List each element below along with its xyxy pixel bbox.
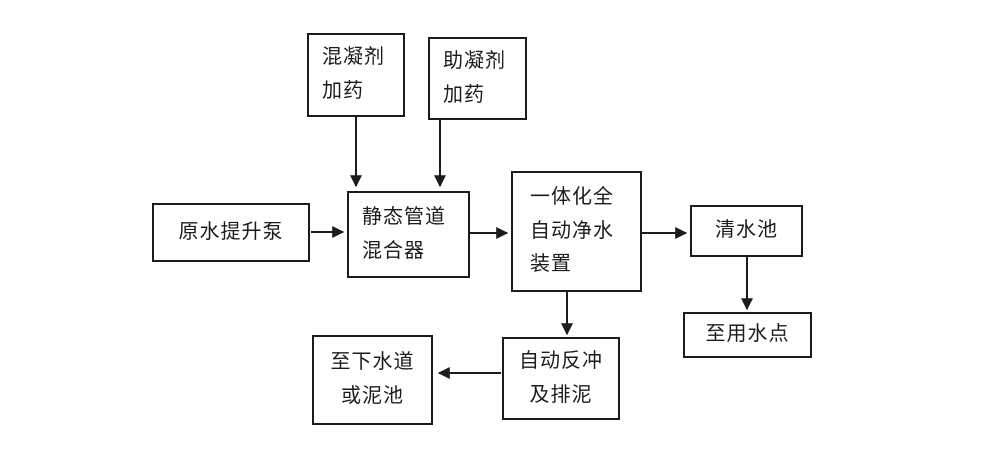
box-label: 至用水点 xyxy=(705,323,790,346)
box-label: 助凝剂 加药 xyxy=(443,49,506,106)
box-label: 清水池 xyxy=(715,219,778,242)
box-label: 至下水道 或泥池 xyxy=(330,351,415,407)
box-auto-backwash-sludge: 自动反冲 及排泥 xyxy=(502,337,620,420)
box-raw-water-lift-pump: 原水提升泵 xyxy=(152,203,310,262)
box-clear-water-tank: 清水池 xyxy=(690,205,803,257)
box-to-water-use-point: 至用水点 xyxy=(683,312,812,358)
box-label: 原水提升泵 xyxy=(178,220,284,243)
box-coagulant-dosing: 混凝剂 加药 xyxy=(307,33,405,117)
box-integrated-automatic-purifier: 一体化全 自动净水 装置 xyxy=(511,171,642,292)
box-static-pipe-mixer: 静态管道 混合器 xyxy=(347,191,470,278)
box-label: 静态管道 混合器 xyxy=(362,205,446,262)
box-label: 一体化全 自动净水 装置 xyxy=(530,186,614,276)
box-coagulant-aid-dosing: 助凝剂 加药 xyxy=(428,37,527,120)
box-label: 混凝剂 加药 xyxy=(322,46,385,102)
box-label: 自动反冲 及排泥 xyxy=(519,349,603,406)
box-to-sewer-or-mud-pool: 至下水道 或泥池 xyxy=(312,335,433,425)
